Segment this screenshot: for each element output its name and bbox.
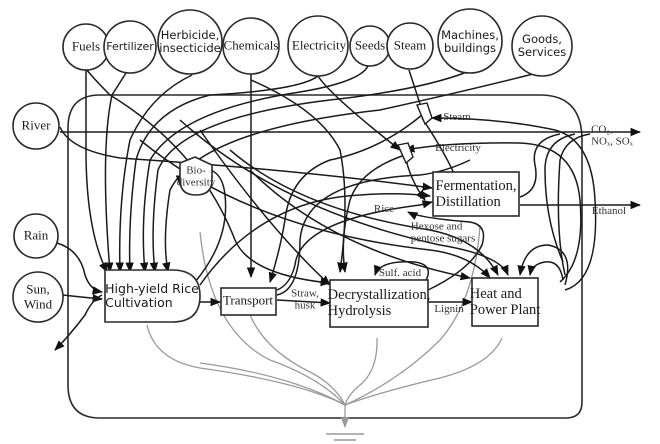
label-cultivation: High-yield Rice Cultivation [105,281,199,310]
label-transport: Transport [222,292,274,308]
flow-label-sugars: Hexose and pentose sugars [410,220,476,245]
flow-label-lignin: Lignin [434,302,464,315]
node-electricity [287,15,349,77]
node-fertilizer [103,20,157,74]
process-transport [220,287,277,316]
electricity-valve-icon [397,142,414,165]
label-fertilizer: Fertilizer [106,39,154,53]
label-river: River [21,117,51,133]
node-river [12,102,60,150]
node-rain [13,213,59,259]
output-label-emissions: CO₂, NOₓ, SOₓ [591,123,633,148]
process-biodiversity [179,156,213,196]
system-boundary [67,94,583,419]
flow-label-straw: Straw, husk [291,287,319,312]
process-cultivation [104,269,201,323]
label-steam: Steam [393,37,427,53]
output-label-ethanol: Ethanol [591,204,627,217]
flow-label-steam: Steam [443,110,471,123]
ground-sink-icon [326,433,364,441]
label-biodiversity: Bio- diversity [176,164,216,189]
label-power-plant: Heat and Power Plant [469,285,541,318]
label-sun-wind: Sun, Wind [23,281,53,311]
flow-label-sulf-acid: Sulf. acid [378,266,422,279]
process-hydrolysis [329,279,429,328]
node-chemicals [222,17,280,75]
heat-dissipation-flows [146,224,503,429]
external-input-nodes [12,8,573,323]
label-hydrolysis: Decrystallization, Hydrolysis [327,286,431,319]
label-goods: Goods, Services [517,32,567,59]
label-chemicals: Chemicals [223,37,279,53]
process-power-plant [471,277,539,327]
label-machines: Machines, buildings [441,28,499,55]
flow-label-electricity: Electricity [435,141,481,154]
node-goods [511,15,573,77]
process-fermentation [432,171,520,217]
label-fuels: Fuels [71,38,101,54]
label-electricity: Electricity [291,37,347,53]
node-sun-wind [12,271,64,323]
label-rain: Rain [23,227,49,243]
steam-valve-icon [416,102,433,126]
node-steam [386,22,434,70]
label-herbicide: Herbicide, insecticide [159,28,221,55]
node-herbicide [157,9,223,75]
node-machines [437,8,503,74]
flow-label-rice: Rice [373,202,395,215]
label-seeds: Seeds [354,37,386,53]
label-fermentation: Fermentation, Distillation [435,177,517,210]
